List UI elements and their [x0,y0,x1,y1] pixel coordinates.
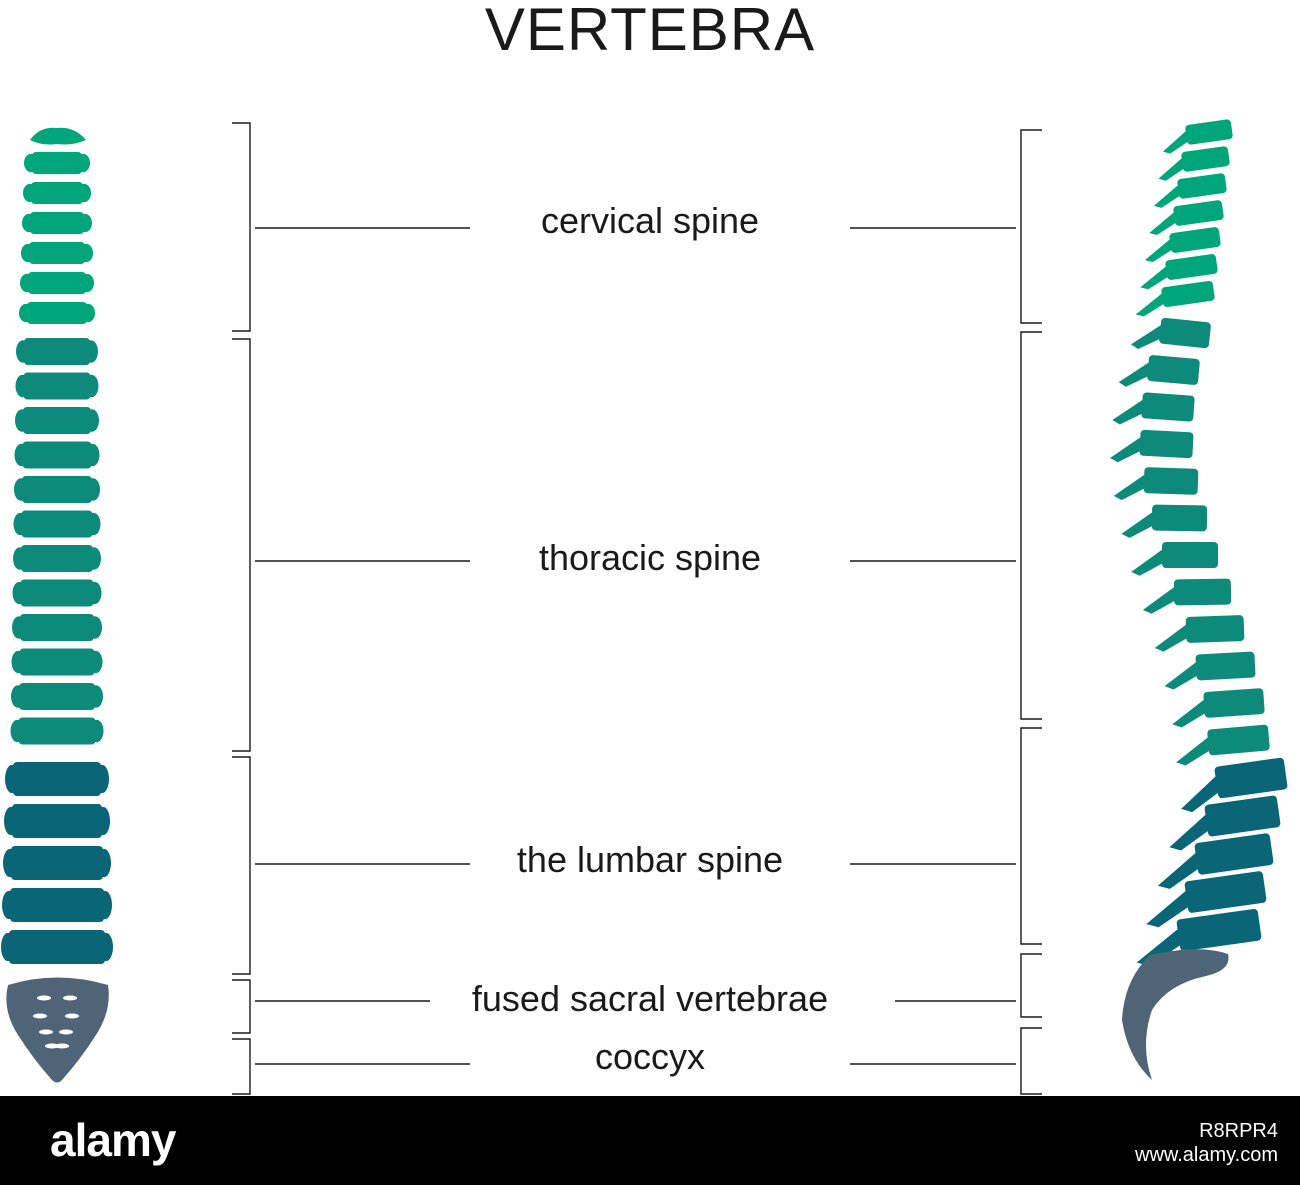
front-vertebra-16 [11,683,103,710]
side-vertebra-5 [1140,254,1218,290]
bracket-left-thoracic-region [232,338,251,752]
bracket-left-sacral-region [232,979,251,1034]
front-vertebra-9 [14,441,100,469]
side-vertebra-22 [1146,871,1267,928]
side-vertebra-16 [1164,651,1256,690]
side-vertebra-10 [1110,429,1194,463]
footer-bar [0,1096,1300,1185]
side-vertebra-17 [1172,688,1265,728]
label-lumbar-spine: the lumbar spine [516,839,784,880]
image-id: R8RPR4 [1199,1120,1278,1142]
side-vertebra-21 [1157,833,1274,889]
spine-front-view-icon [1,127,113,1083]
front-sacral-foramen-3 [65,1013,79,1019]
bracket-left-lumbar-region [232,756,251,975]
spine-side-view-icon [1110,119,1288,1080]
front-sacral-foramen-1 [63,995,77,1001]
side-vertebra-23 [1136,908,1262,966]
side-vertebra-14 [1142,578,1232,614]
front-vertebra-15 [11,648,103,676]
bracket-left-coccyx-region [232,1038,251,1095]
region-brackets [232,122,1042,1095]
front-sacral-foramen-0 [37,995,51,1001]
side-vertebra-3 [1149,200,1224,235]
front-vertebra-21 [2,888,112,922]
front-vertebra-17 [10,717,104,745]
front-sacral-foramen-6 [45,1043,59,1049]
front-vertebra-4 [20,272,94,294]
front-vertebra-3 [21,242,93,264]
bracket-right-coccyx-region [1020,1027,1042,1095]
side-vertebra-2 [1153,173,1227,208]
footer-url: www.alamy.com [1135,1144,1278,1166]
front-vertebra-atlas [30,127,86,145]
front-vertebra-20 [3,846,111,880]
bracket-right-lumbar-region [1020,727,1042,945]
front-sacral-foramen-4 [39,1029,53,1035]
alamy-logo: alamy [50,1114,176,1166]
front-vertebra-8 [15,407,99,434]
side-vertebra-19 [1181,757,1288,813]
front-sacral-foramen-7 [55,1043,69,1049]
front-vertebra-1 [23,182,91,204]
side-vertebra-9 [1112,392,1195,425]
front-vertebra-14 [12,614,102,641]
bracket-right-cervical-region [1020,129,1042,324]
front-sacral-foramen-5 [59,1029,73,1035]
side-vertebra-12 [1121,504,1208,538]
bracket-right-sacral-region [1020,953,1042,1018]
side-vertebra-15 [1154,615,1245,652]
front-vertebra-0 [24,152,90,174]
bracket-left-cervical-region [232,122,251,332]
front-sacral-foramen-2 [33,1013,47,1019]
label-coccyx: coccyx [594,1036,706,1077]
bracket-right-thoracic-region [1020,331,1042,720]
front-vertebra-5 [19,302,95,324]
side-vertebra-18 [1176,724,1270,766]
side-vertebra-1 [1158,146,1230,181]
side-vertebra-11 [1113,467,1199,501]
front-sacrum [6,977,109,1083]
side-vertebra-13 [1131,542,1218,576]
front-vertebra-11 [13,510,101,538]
label-thoracic-spine: thoracic spine [538,537,762,578]
side-vertebra-0 [1162,119,1233,154]
side-vertebra-8 [1118,355,1200,387]
label-fused-sacral-vertebrae: fused sacral vertebrae [471,978,829,1019]
label-cervical-spine: cervical spine [540,200,760,241]
side-vertebra-6 [1135,280,1215,317]
side-vertebra-20 [1169,795,1281,851]
front-vertebra-18 [5,762,109,796]
side-vertebra-4 [1144,227,1221,263]
side-sacrum-coccyx [1122,949,1229,1080]
diagram-title: VERTEBRA [484,0,816,63]
side-vertebra-7 [1131,317,1211,349]
front-vertebra-22 [1,930,113,964]
front-vertebra-12 [13,545,101,572]
front-vertebra-10 [14,476,100,503]
front-vertebra-7 [15,372,99,400]
front-vertebra-19 [4,804,110,838]
front-vertebra-6 [16,338,98,365]
front-vertebra-2 [22,212,92,234]
front-vertebra-13 [12,579,102,607]
